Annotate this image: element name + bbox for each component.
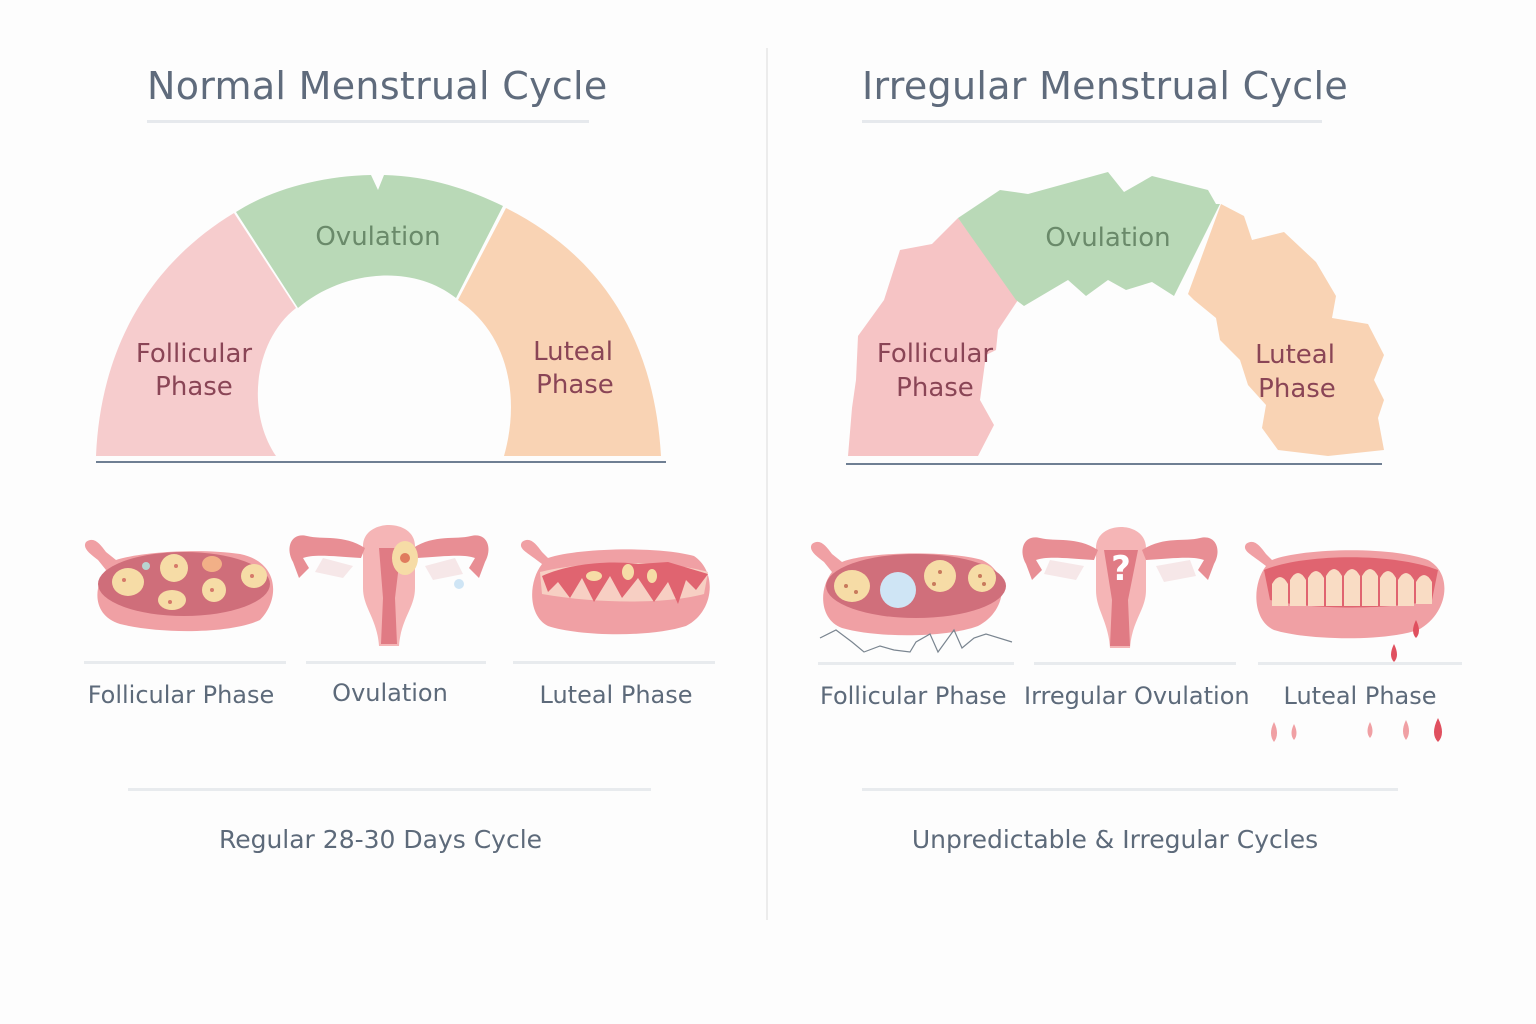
ovary-luteal-icon <box>520 539 710 635</box>
follicular-segment <box>96 213 296 456</box>
phase-label-luteal: Luteal Phase <box>1283 682 1437 710</box>
follicular-arc-label-2: Phase <box>155 372 233 402</box>
irregular-cycle-footer: Unpredictable & Irregular Cycles <box>911 825 1319 854</box>
title-underline <box>147 120 589 123</box>
uterus-ovulation-icon <box>289 525 489 646</box>
luteal-arc-label-2: Phase <box>1258 374 1336 404</box>
label-rule <box>513 661 715 664</box>
arc-baseline <box>846 463 1382 465</box>
phase-label-ovulation: Ovulation <box>332 679 448 707</box>
follicular-arc-label-2: Phase <box>896 373 974 403</box>
ovary-irregular-follicles-icon <box>810 541 1013 654</box>
follicular-arc-label: Follicular <box>877 339 994 369</box>
title-underline <box>862 120 1322 123</box>
luteal-segment <box>458 208 661 456</box>
ovulation-arc-label: Ovulation <box>1045 223 1170 253</box>
ovary-bleeding-icon <box>1244 541 1445 742</box>
luteal-arc-label: Luteal <box>1255 340 1335 370</box>
ovulation-segment <box>958 172 1220 306</box>
ovulation-segment <box>236 175 503 308</box>
ovulation-arc-label: Ovulation <box>315 222 440 252</box>
luteal-arc-label-2: Phase <box>536 370 614 400</box>
label-rule <box>84 661 286 664</box>
luteal-arc-label: Luteal <box>533 337 613 367</box>
arc-baseline <box>96 461 666 463</box>
follicular-arc-label: Follicular <box>136 339 253 369</box>
follicular-segment <box>848 218 1018 456</box>
label-rule <box>306 661 486 664</box>
label-rule <box>818 662 1014 665</box>
normal-cycle-footer: Regular 28-30 Days Cycle <box>218 825 543 854</box>
phase-label-follicular: Follicular Phase <box>820 682 1007 710</box>
label-rule <box>1034 662 1236 665</box>
panel-divider <box>766 48 768 920</box>
footer-rule <box>128 788 651 791</box>
uterus-question-icon: ? <box>1022 527 1218 648</box>
question-mark-icon: ? <box>1111 549 1131 589</box>
irregular-cycle-arc: Follicular Phase Ovulation Luteal Phase <box>848 172 1384 456</box>
phase-label-luteal: Luteal Phase <box>539 681 693 709</box>
label-rule <box>1258 662 1462 665</box>
ovary-follicles-icon <box>84 539 274 632</box>
footer-rule <box>862 788 1398 791</box>
phase-label-irregular-ovulation: Irregular Ovulation <box>1024 682 1250 710</box>
luteal-segment <box>1188 204 1384 456</box>
normal-cycle-arc: Follicular Phase Ovulation Luteal Phase <box>96 175 661 456</box>
irregular-cycle-title: Irregular Menstrual Cycle <box>862 64 1349 108</box>
phase-label-follicular: Follicular Phase <box>87 681 275 709</box>
normal-cycle-title: Normal Menstrual Cycle <box>147 64 608 108</box>
